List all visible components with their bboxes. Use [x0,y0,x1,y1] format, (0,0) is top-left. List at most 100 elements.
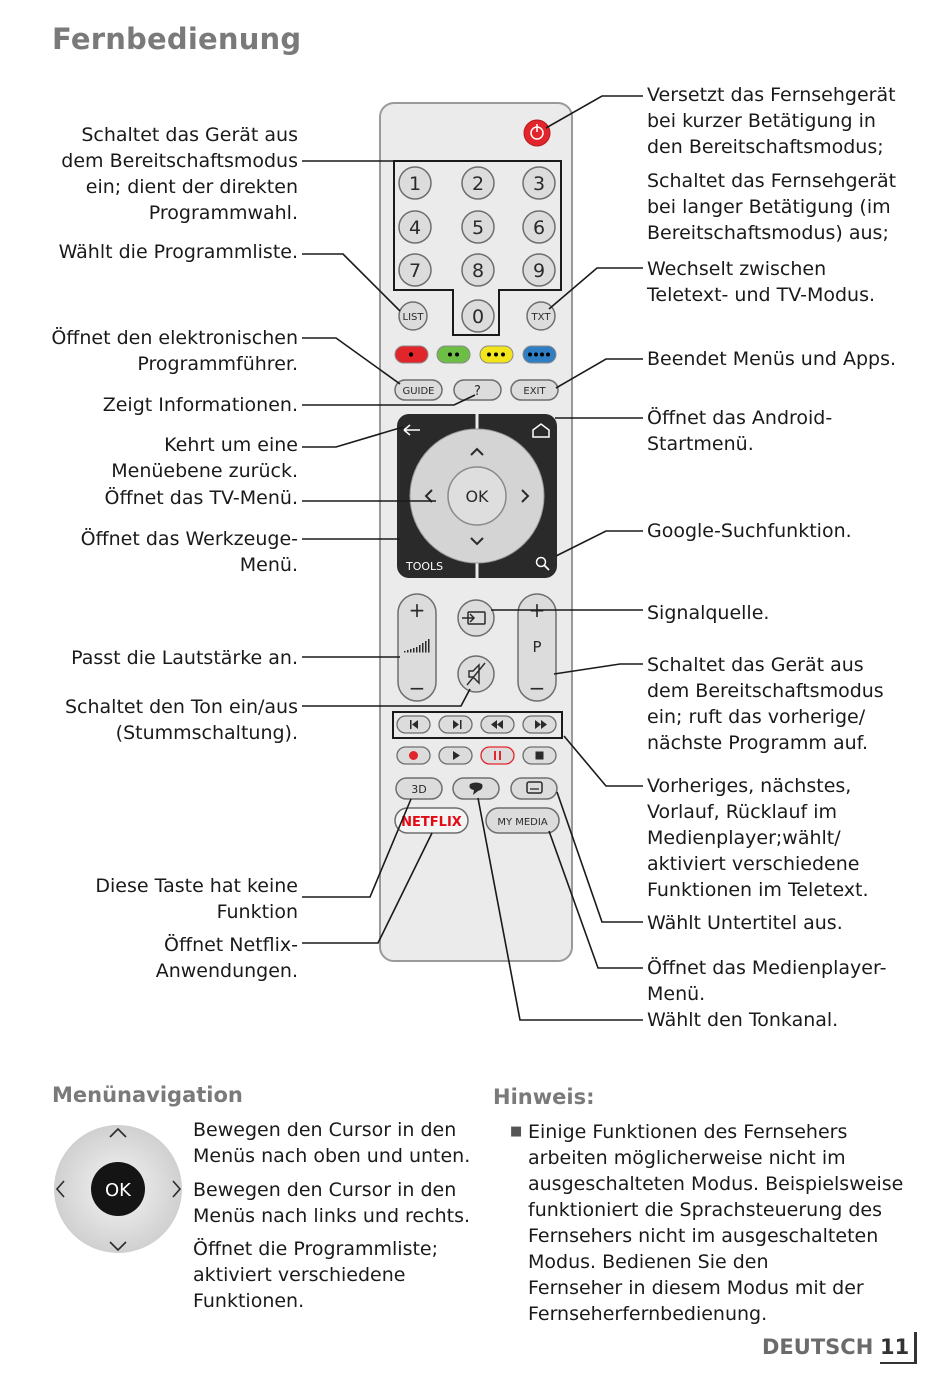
subtitle-icon [526,781,543,794]
digit-5-label: 5 [472,217,484,239]
digit-0-button [461,299,495,333]
digit-9-button [522,253,556,287]
record-icon [409,751,418,760]
txt-button [526,301,556,331]
next-icon [453,720,462,729]
my-media-label: MY MEDIA [497,817,548,828]
my-media-button [485,807,560,834]
label-my-media: Öffnet das Medienplayer-Menü. [647,957,887,1005]
3d-button [395,777,443,800]
nav-up-icon [470,447,484,456]
pause-button [480,746,515,765]
audio-language-icon [469,782,483,795]
digit-8-label: 8 [472,260,484,282]
label-search: Google-Suchfunktion. [647,520,852,542]
stop-icon [535,751,544,760]
label-media-controls: Vorheriges, nächstes,Vorlauf, Rücklauf i… [647,775,869,901]
digit-block-frame [393,160,562,336]
netflix-label: NETFLIX [401,815,462,830]
volume-level-icon [404,639,430,653]
digit-8-button [461,253,495,287]
digit-4-label: 4 [409,217,421,239]
txt-label: TXT [531,312,552,323]
label-source: Signalquelle. [647,602,770,624]
tools-label: TOOLS [405,560,443,573]
rewind-icon [491,720,503,729]
footer-underline [880,1362,917,1364]
search-icon [535,556,547,568]
exit-label: EXIT [523,386,546,397]
label-subtitle: Wählt Untertitel aus. [647,912,843,934]
mute-icon [466,662,486,686]
label-list: Wählt die Programmliste. [58,241,298,263]
digit-6-label: 6 [533,217,545,239]
nav-ok-button [91,1162,145,1216]
info-button [453,379,502,401]
footer-divider [914,1332,917,1364]
leader-lines [302,95,643,1021]
digit-4-button [398,210,432,244]
nav-down-icon [109,1241,127,1252]
3d-label: 3D [411,783,426,796]
digit-1-label: 1 [409,173,421,195]
vol-minus-label: − [409,676,426,700]
ok-button [447,466,507,526]
nav-down-icon [470,537,484,546]
vol-plus-label: + [409,598,426,622]
back-icon [403,424,420,436]
program-rocker [517,593,557,702]
nav-up-icon [109,1127,127,1138]
prev-icon [410,720,418,729]
label-netflix: Öffnet Netflix-Anwendungen. [155,934,298,982]
nav-left-icon [424,489,433,503]
list-button [398,301,428,331]
label-mute: Schaltet den Ton ein/aus(Stummschaltung)… [64,696,298,744]
hint-heading: Hinweis: [493,1085,595,1109]
label-audio: Wählt den Tonkanal. [647,1009,839,1031]
digit-1-button [398,166,432,200]
forward-icon [535,720,547,729]
green-button [436,345,471,364]
play-icon [453,751,460,760]
nav-ok-label: OK [105,1180,132,1201]
digit-9-label: 9 [533,260,545,282]
guide-label: GUIDE [402,386,434,397]
label-info: Zeigt Informationen. [102,394,298,416]
nav-right-icon [172,1180,182,1198]
blue-button [522,345,557,364]
list-label: LIST [403,312,425,323]
page-number: 11 [880,1335,910,1359]
digit-6-button [522,210,556,244]
pause-icon [494,751,501,760]
digit-7-label: 7 [409,260,421,282]
nav-right-icon [521,489,530,503]
page-title: Fernbedienung [52,22,302,56]
digit-buttons [398,166,556,333]
hint-bullet: ■ [510,1124,523,1139]
digit-3-button [522,166,556,200]
label-tools: Öffnet das Werkzeuge-Menü. [80,528,298,576]
media-buttons-frame [392,711,563,739]
menu-nav-ok: Öffnet die Programmliste;aktiviert versc… [193,1238,439,1312]
footer-language: DEUTSCH [762,1335,874,1359]
exit-button [510,379,559,401]
digit-3-label: 3 [533,173,545,195]
menu-navigation-heading: Menünavigation [52,1083,243,1107]
digit-0-label: 0 [472,306,484,328]
label-volume: Passt die Lautstärke an. [71,647,298,669]
ok-label: OK [465,487,489,506]
digit-2-button [461,166,495,200]
label-home: Öffnet das Android-Startmenü. [647,407,833,455]
